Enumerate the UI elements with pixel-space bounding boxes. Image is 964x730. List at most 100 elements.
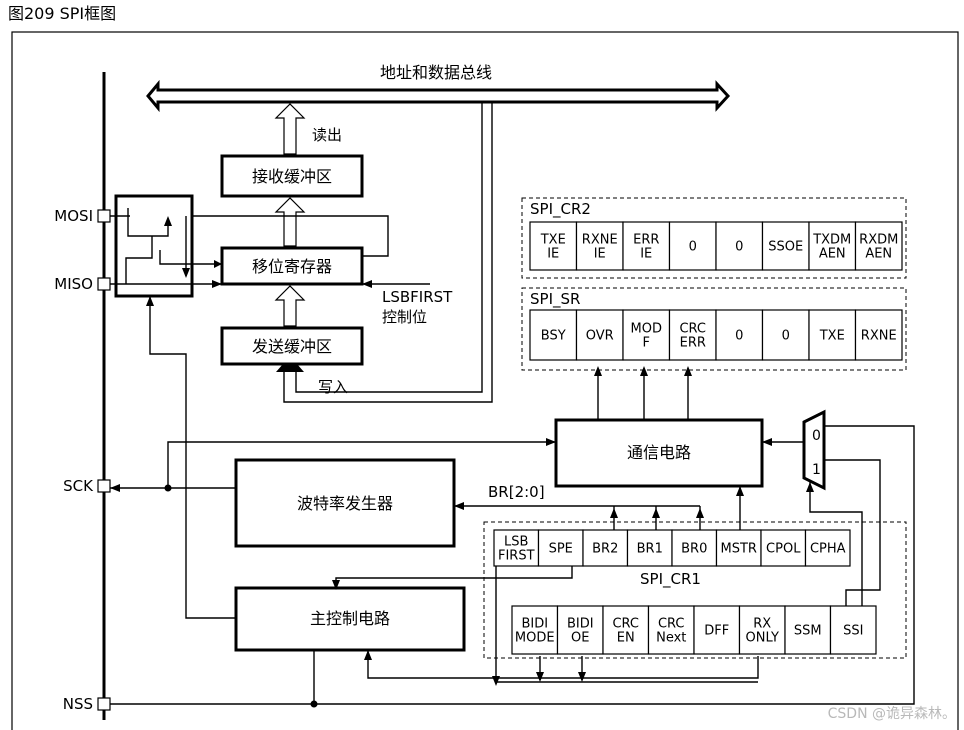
lsbfirst-arrow-head — [362, 280, 372, 288]
spi-cr2-bit-label: IE — [547, 247, 559, 262]
sck-to-comm-line — [167, 441, 556, 488]
shift-to-rx-arrow — [274, 197, 306, 247]
switch-arrow-b — [182, 268, 190, 278]
spi-sr-cell — [668, 309, 717, 361]
bus-to-control-arrow — [364, 650, 372, 660]
spi-cr2-bit-label: RXDM — [859, 233, 898, 248]
switch-line-a — [127, 208, 169, 237]
spi-sr-cell — [854, 309, 903, 361]
switch-line-c — [125, 236, 153, 284]
bus-label: 地址和数据总线 — [380, 63, 492, 82]
ssi-to-mux-arrow — [806, 482, 814, 492]
spi-sr-cell — [575, 309, 624, 361]
watermark: CSDN @诡异森林。 — [828, 706, 956, 722]
bus-drop-line — [283, 102, 493, 403]
address-data-bus — [146, 79, 731, 113]
spi-cr1-row2-cell — [829, 605, 877, 655]
miso-pin — [97, 277, 111, 291]
spi-sr-bit-label: RXNE — [861, 329, 897, 344]
spi-cr2-bit-label: IE — [640, 247, 652, 262]
spi-sr-bit-label: TXE — [819, 329, 845, 344]
ssm-to-mux-line — [824, 459, 881, 606]
nss-junction — [310, 700, 318, 708]
spi-cr2-bit-label: RXNE — [582, 233, 618, 248]
spi-cr1-row1-bit-label: BR1 — [637, 542, 663, 557]
spi-cr1-row1-bit-label: CPHA — [810, 542, 846, 557]
spi-cr1-row2-bit-label: MODE — [515, 631, 555, 646]
spi-cr1-row1-bit-label: BR0 — [681, 542, 707, 557]
switch-to-control-line — [149, 296, 236, 619]
spi-cr2-cell — [668, 221, 717, 271]
br1-arrow — [652, 508, 660, 518]
switch-up-arrow — [146, 296, 154, 306]
spi-cr1-row1-cell — [493, 529, 540, 567]
switch-line-d — [159, 250, 222, 265]
spi-cr2-cell — [575, 221, 624, 271]
spi-sr-bit-label: ERR — [680, 336, 706, 351]
ssi-to-mux-line — [809, 482, 863, 606]
miso-label: MISO — [54, 275, 93, 293]
spe-to-control-arrow — [332, 580, 340, 590]
nss-pin — [97, 697, 111, 711]
comm-to-modf-arrow — [640, 366, 648, 376]
spi-cr1-row2-bit-label: SSI — [843, 624, 863, 639]
rx-buffer-label: 接收缓冲区 — [252, 167, 332, 186]
switch-arrow-a — [164, 216, 172, 226]
spi-cr1-row2-cell — [511, 605, 559, 655]
spi-cr1-row2-bit-label: OE — [571, 631, 589, 646]
read-label: 读出 — [312, 126, 342, 144]
spi-cr1-row2-cell — [784, 605, 832, 655]
spi-cr2-name: SPI_CR2 — [530, 200, 591, 219]
br0-arrow — [696, 508, 704, 518]
spi-sr-bit-label: MOD — [631, 322, 662, 337]
sck-to-comm-arrow — [546, 438, 556, 446]
read-arrow — [274, 103, 306, 155]
mux-to-comm-arrow — [762, 438, 772, 446]
spi-cr1-row1-cell — [804, 529, 851, 567]
sck-label: SCK — [63, 477, 94, 495]
spi-cr1-row2-bit-label: CRC — [612, 617, 639, 632]
spi-cr1-row1-bit-label: FIRST — [498, 549, 535, 564]
master-control-label: 主控制电路 — [310, 609, 390, 628]
spi-cr1-row2-cell — [647, 605, 695, 655]
spi-cr2-bit-label: IE — [594, 247, 606, 262]
spi-cr2-bit-label: TXDM — [812, 233, 851, 248]
comm-to-crcerr-arrow — [684, 366, 692, 376]
tx-buffer-label: 发送缓冲区 — [252, 337, 332, 356]
tx-buffer-block — [220, 326, 364, 366]
master-control-block — [234, 586, 466, 652]
br2-arrow — [610, 508, 618, 518]
spi-cr1-row2-cell — [738, 605, 786, 655]
spi-cr1-row2-bit-label: BIDI — [567, 617, 594, 632]
spi-sr-frame — [521, 287, 907, 371]
spi-cr1-row1-cell — [715, 529, 762, 567]
nss-to-mux-line — [110, 425, 915, 705]
spi-sr-bit-label: F — [643, 336, 650, 351]
control-to-comm-arrow — [736, 486, 744, 496]
spi-cr2-cell — [854, 221, 903, 271]
spi-cr1-row1-cell — [626, 529, 673, 567]
br-arrow-head — [454, 502, 464, 510]
spi-cr1-name: SPI_CR1 — [640, 570, 701, 589]
baud-generator-block — [234, 458, 456, 548]
lsbfirst-label-2: 控制位 — [382, 308, 427, 326]
spi-cr1-row1-cell — [760, 529, 807, 567]
shift-register-label: 移位寄存器 — [252, 257, 332, 276]
spi-sr-name: SPI_SR — [530, 290, 580, 309]
spi-cr1-row1-bit-label: MSTR — [721, 542, 757, 557]
spi-cr2-bit-label: ERR — [633, 233, 659, 248]
spi-sr-cell — [761, 309, 810, 361]
spi-cr1-row1-bit-label: BR2 — [592, 542, 618, 557]
spi-cr1-row2-bit-label: Next — [656, 631, 686, 646]
spi-cr1-row2-bit-label: SSM — [794, 624, 822, 639]
spi-cr1-row2-cell — [602, 605, 650, 655]
spi-cr2-cell — [622, 221, 671, 271]
spi-cr2-bit-label: AEN — [819, 247, 846, 262]
spi-cr2-cell — [715, 221, 764, 271]
pin-switch-block — [114, 194, 194, 298]
comm-to-bsy-arrow — [594, 366, 602, 376]
spi-cr1-row1-cell — [671, 529, 718, 567]
